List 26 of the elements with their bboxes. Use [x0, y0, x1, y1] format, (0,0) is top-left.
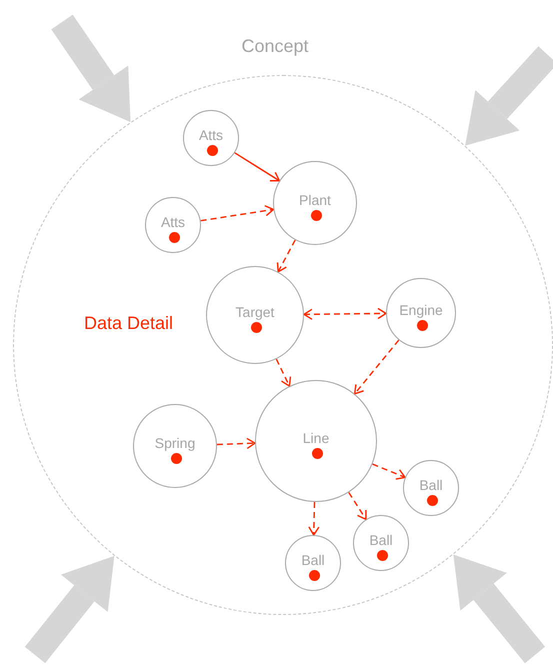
block-arrow: [453, 554, 546, 664]
annotation-label: Data Detail: [84, 312, 174, 334]
arrow: [308, 502, 320, 536]
node-label: Atts: [160, 214, 186, 230]
block-arrow: [51, 14, 131, 122]
arrow: [216, 438, 256, 450]
node-label: Line: [302, 430, 330, 446]
arrow: [372, 463, 406, 480]
arrow: [234, 152, 280, 182]
node-label: Target: [236, 304, 274, 320]
node-label: Ball: [419, 477, 443, 493]
arrow: [200, 205, 274, 222]
node-label: Ball: [301, 552, 325, 568]
node-label: Spring: [154, 435, 196, 451]
arrow: [276, 240, 296, 272]
node-label: Engine: [399, 302, 443, 318]
block-arrow: [465, 46, 553, 146]
node-label: Plant: [299, 192, 331, 208]
node-label: Ball: [369, 532, 393, 548]
arrow: [348, 492, 367, 520]
arrow: [303, 308, 387, 320]
node-label: Atts: [198, 127, 224, 143]
region-title: Concept: [241, 35, 309, 57]
arrow: [354, 340, 400, 395]
arrow: [276, 358, 292, 387]
block-arrow: [24, 556, 114, 664]
